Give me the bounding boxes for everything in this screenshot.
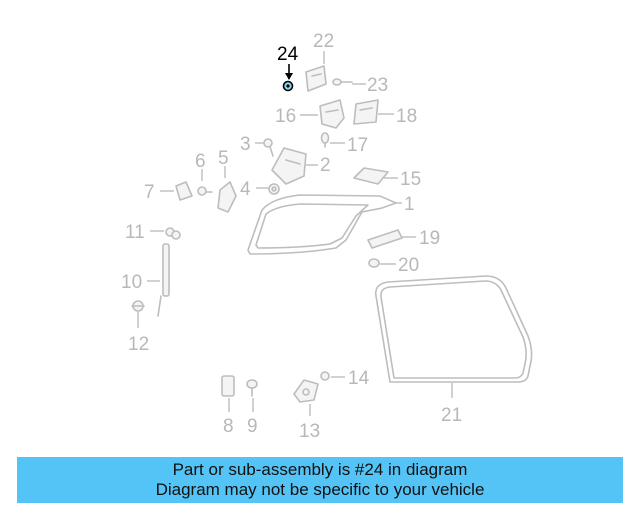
callout-10: 10 [121,272,142,293]
part-19-lamp[interactable] [367,229,416,249]
part-16-hinge[interactable] [300,99,345,129]
callout-13: 13 [299,421,320,442]
callout-21: 21 [441,405,462,426]
callout-5: 5 [218,148,229,169]
callout-17: 17 [347,135,368,156]
part-8-bracket[interactable] [221,375,235,412]
callout-19: 19 [419,228,440,249]
part-11-ball-joint[interactable] [150,227,181,240]
part-12-bolt[interactable] [131,300,145,328]
callout-2: 2 [320,155,331,176]
part-20-clip[interactable] [368,258,396,268]
part-18-hinge[interactable] [353,99,394,125]
callout-3: 3 [240,134,251,155]
callout-11: 11 [125,222,145,243]
callout-12: 12 [128,334,149,355]
callout-6: 6 [195,151,206,172]
banner-line-2: Diagram may not be specific to your vehi… [155,480,485,499]
callout-7: 7 [144,182,155,203]
callout-18: 18 [396,106,417,127]
banner-line-1: Part or sub-assembly is #24 in diagram [172,460,468,479]
info-banner: Part or sub-assembly is #24 in diagram D… [17,457,623,503]
callout-23: 23 [367,75,388,96]
callout-8: 8 [223,416,234,437]
callout-1: 1 [404,194,415,215]
part-5-stay[interactable] [217,166,237,213]
part-24-nut[interactable] [282,64,294,92]
callout-24: 24 [277,44,299,65]
part-2-latch[interactable] [271,147,318,185]
part-14-bolt[interactable] [320,371,345,381]
part-15-garnish[interactable] [353,167,398,185]
part-9-bolt[interactable] [246,379,258,412]
part-3-bolt[interactable] [255,138,274,157]
callout-4: 4 [240,179,251,200]
callout-9: 9 [247,416,258,437]
part-6-bolt[interactable] [197,169,213,196]
part-1-back-window[interactable] [247,194,402,255]
part-4-nut[interactable] [256,183,280,195]
part-23-bolt[interactable] [332,78,366,86]
part-17-bolt[interactable] [320,132,346,148]
callout-22: 22 [313,31,334,52]
part-10-gas-strut[interactable] [147,243,170,317]
callout-15: 15 [400,169,421,190]
part-21-weatherstrip[interactable] [374,275,533,398]
part-7-bracket[interactable] [160,181,193,201]
callout-20: 20 [398,255,419,276]
part-22-bracket[interactable] [305,51,327,92]
callout-14: 14 [348,368,370,389]
callout-16: 16 [275,106,296,127]
part-13-lock[interactable] [293,379,319,416]
